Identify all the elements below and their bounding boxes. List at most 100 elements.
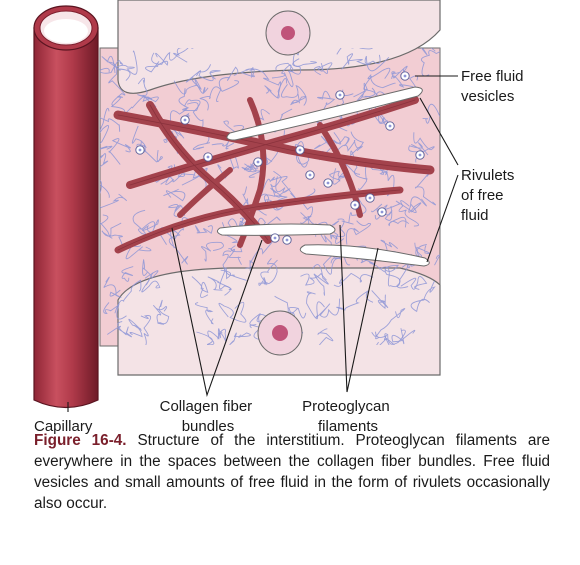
proteoglycan-filament <box>280 84 307 106</box>
proteoglycan-filament <box>100 153 109 174</box>
proteoglycan-filament <box>201 241 224 262</box>
proteoglycan-filament <box>405 242 422 269</box>
proteoglycan-filament <box>173 48 196 63</box>
proteoglycan-filament <box>345 220 372 245</box>
vesicle-core <box>368 196 372 200</box>
proteoglycan-filament <box>420 48 440 77</box>
vesicle-core <box>308 173 312 177</box>
proteoglycan-filament <box>101 230 124 250</box>
proteoglycan-filament <box>195 302 214 325</box>
proteoglycan-filament <box>388 216 410 228</box>
free-fluid-vesicles-label: Free fluid vesicles <box>461 68 528 105</box>
proteoglycan-filament <box>416 48 436 56</box>
proteoglycan-filament <box>315 298 340 318</box>
proteoglycan-filament <box>217 328 227 343</box>
proteoglycan-filament <box>375 308 406 340</box>
proteoglycan-filament <box>408 196 427 213</box>
leader-lines <box>67 75 459 412</box>
proteoglycan-label: Proteoglycan filaments <box>302 398 394 435</box>
proteoglycan-filament <box>371 290 389 310</box>
proteoglycan-filament <box>132 209 156 235</box>
proteoglycan-filament <box>371 331 388 345</box>
proteoglycan-filament <box>384 264 409 289</box>
proteoglycan-filament <box>391 328 416 345</box>
proteoglycan-filament <box>199 80 240 111</box>
proteoglycan-filament <box>141 272 161 293</box>
proteoglycan-filament <box>207 276 232 291</box>
vesicle-core <box>138 148 142 152</box>
proteoglycan-filament <box>300 272 327 286</box>
proteoglycan-filament <box>192 131 211 150</box>
proteoglycan-filament <box>196 330 223 345</box>
vesicle-core <box>380 210 384 214</box>
proteoglycan-filament <box>367 67 396 89</box>
vesicle-core <box>256 160 260 164</box>
proteoglycan-filament <box>263 170 282 204</box>
vesicle-core <box>206 155 210 159</box>
proteoglycan-filament <box>306 291 325 320</box>
proteoglycan-filament <box>163 188 186 202</box>
vesicle-core <box>183 118 187 122</box>
vesicle-core <box>403 74 407 78</box>
proteoglycan-filament <box>103 276 122 298</box>
proteoglycan-filament <box>270 176 291 197</box>
capillary-vessel <box>33 5 99 409</box>
proteoglycan-filament <box>249 68 282 98</box>
top-cell-nucleus <box>265 10 311 56</box>
proteoglycan-filament <box>142 259 159 280</box>
proteoglycan-filament <box>328 168 345 185</box>
proteoglycan-filament <box>114 279 142 314</box>
proteoglycan-filament <box>364 54 390 72</box>
proteoglycan-filament <box>313 62 333 76</box>
free-fluid-vesicles <box>135 71 425 245</box>
proteoglycan-filament <box>185 64 212 90</box>
proteoglycan-filament <box>333 132 350 147</box>
vesicle-core <box>353 203 357 207</box>
proteoglycan-filament <box>434 252 440 268</box>
proteoglycan-filament <box>341 53 371 70</box>
proteoglycan-filament <box>241 163 257 173</box>
proteoglycan-filament <box>333 272 374 287</box>
proteoglycan-filament <box>317 328 334 345</box>
figure-number: Figure 16-4. <box>34 432 127 449</box>
proteoglycan-filament <box>335 131 364 153</box>
proteoglycan-filament <box>275 62 294 88</box>
proteoglycan-filament <box>100 114 121 132</box>
proteoglycan-filament <box>312 264 329 296</box>
proteoglycan-filament <box>151 48 191 65</box>
proteoglycan-filament <box>100 129 113 151</box>
proteoglycan-filament <box>173 80 209 95</box>
proteoglycan-filament <box>103 302 127 320</box>
proteoglycan-filament <box>300 188 316 224</box>
proteoglycan-filament <box>128 318 143 338</box>
proteoglycan-filament <box>141 144 163 163</box>
proteoglycan-filament <box>322 251 343 275</box>
proteoglycan-filament <box>100 214 122 237</box>
caption-text: Structure of the interstitium. Proteogly… <box>34 432 550 512</box>
proteoglycan-filament <box>398 200 419 227</box>
proteoglycan-filament <box>101 55 131 81</box>
proteoglycan-filament <box>100 60 124 74</box>
proteoglycan-filament <box>140 315 152 345</box>
proteoglycan-filament <box>356 75 376 102</box>
collagen-label: Collagen fiber bundles <box>160 398 257 435</box>
proteoglycan-filament <box>108 138 131 165</box>
proteoglycan-filament <box>100 169 110 198</box>
proteoglycan-filament <box>329 218 346 240</box>
proteoglycan-filament <box>408 142 429 156</box>
proteoglycan-filament <box>229 332 251 345</box>
rivulets-label: Rivulets of free fluid <box>461 167 519 224</box>
proteoglycan-filament <box>115 50 138 75</box>
proteoglycan-filament <box>290 93 307 106</box>
capillary-label: Capillary <box>34 418 93 435</box>
proteoglycan-filament <box>100 107 110 150</box>
bottom-cell-nucleus <box>257 310 303 356</box>
proteoglycan-filament <box>384 329 406 345</box>
proteoglycan-filament <box>264 78 288 99</box>
proteoglycan-filament <box>218 301 247 323</box>
proteoglycan-filament <box>350 145 368 180</box>
proteoglycan-filament <box>336 48 374 55</box>
proteoglycan-filament <box>100 193 128 209</box>
proteoglycan-filament <box>153 305 168 323</box>
